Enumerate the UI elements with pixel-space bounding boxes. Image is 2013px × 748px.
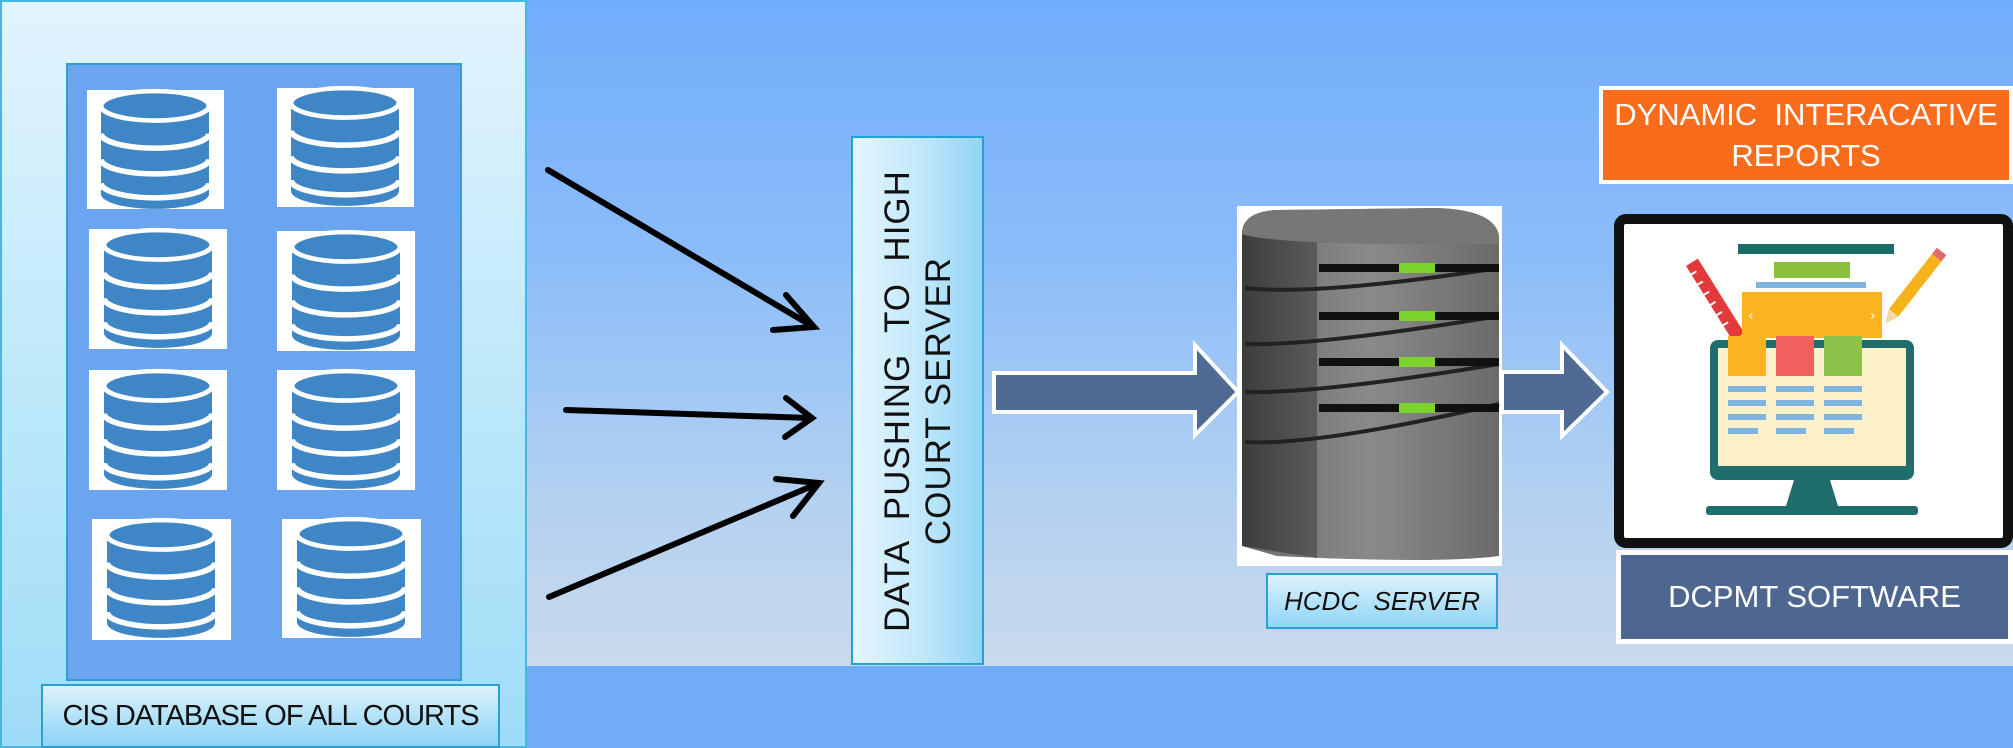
cis-database-label: CIS DATABASE OF ALL COURTS bbox=[41, 684, 500, 748]
arrow-bottom-icon bbox=[546, 476, 825, 600]
database-icon bbox=[292, 371, 400, 489]
database-icon bbox=[101, 91, 209, 209]
data-pushing-line-2: COURT SERVER bbox=[918, 256, 958, 545]
hcdc-server-label: HCDC SERVER bbox=[1266, 573, 1498, 629]
arrow-top-icon bbox=[545, 167, 821, 333]
data-pushing-box: DATA PUSHING TO HIGH COURT SERVER bbox=[851, 136, 984, 665]
flow-arrow-to-software-icon bbox=[1500, 340, 1610, 441]
flow-arrow-to-server-icon bbox=[992, 339, 1241, 440]
server-tower-icon bbox=[1237, 206, 1502, 566]
pencil-icon bbox=[1885, 247, 1947, 324]
data-pushing-line-1: DATA PUSHING TO HIGH bbox=[877, 169, 917, 632]
database-icon bbox=[104, 230, 212, 348]
database-icon bbox=[297, 519, 405, 637]
dynamic-reports-banner: DYNAMIC INTERACATIVE REPORTS bbox=[1599, 86, 2013, 184]
arrow-middle-icon bbox=[563, 395, 818, 440]
database-icon bbox=[291, 88, 399, 206]
reports-line-2: REPORTS bbox=[1731, 138, 1881, 173]
svg-text:›: › bbox=[1870, 308, 1876, 324]
data-pushing-label: DATA PUSHING TO HIGH COURT SERVER bbox=[877, 170, 959, 632]
database-icon bbox=[107, 520, 215, 638]
svg-text:‹: ‹ bbox=[1748, 308, 1754, 324]
reports-line-1: DYNAMIC INTERACATIVE bbox=[1614, 97, 1998, 132]
database-icon bbox=[104, 371, 212, 489]
database-icon bbox=[292, 232, 400, 350]
ruler-icon bbox=[1686, 258, 1745, 341]
dcpmt-software-label: DCPMT SOFTWARE bbox=[1616, 550, 2013, 644]
dashboard-monitor-icon: ‹ › bbox=[1614, 214, 2013, 548]
